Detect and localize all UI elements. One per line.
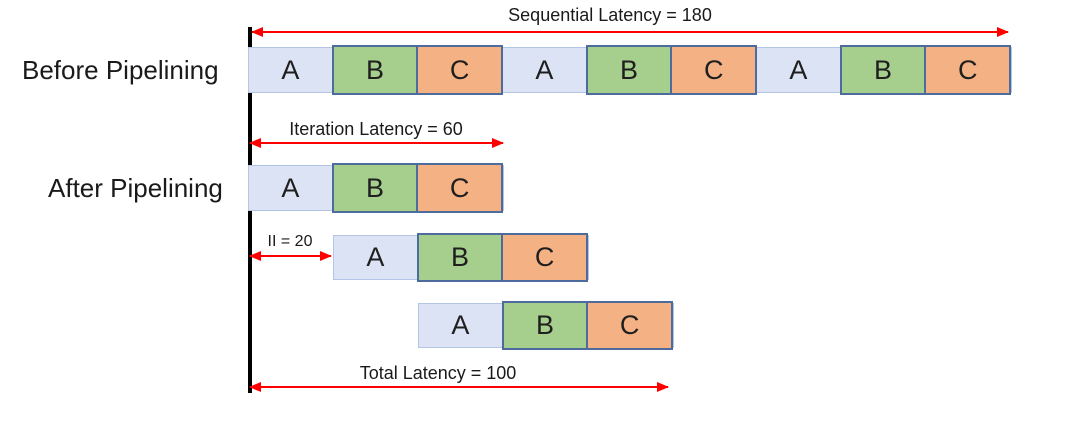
after-pipelining-label: After Pipelining — [48, 173, 223, 203]
arrow-head-right-icon — [997, 27, 1009, 37]
arrow-head-left-icon — [249, 251, 261, 261]
stage-block-b: B — [839, 45, 926, 95]
stage-block-a: A — [535, 54, 554, 85]
stage-block-b: B — [331, 45, 418, 95]
stage-block-a: A — [789, 54, 808, 85]
stage-block-c: C — [925, 45, 1012, 95]
stage-block-a: A — [366, 242, 385, 272]
stage-block-c: C — [502, 233, 589, 282]
arrow-head-right-icon — [657, 382, 669, 392]
arrow-head-right-icon — [320, 251, 332, 261]
stage-block-c: C — [417, 45, 504, 95]
arrow-head-left-icon — [249, 382, 261, 392]
stage-block-a: A — [451, 310, 470, 340]
sequential-latency-arrow — [251, 27, 1009, 37]
arrow-head-right-icon — [492, 138, 504, 148]
before-pipelining-label: Before Pipelining — [22, 55, 219, 85]
iteration-latency-caption: Iteration Latency = 60 — [289, 119, 463, 139]
initiation-interval-arrow — [249, 251, 332, 261]
arrow-head-left-icon — [249, 138, 261, 148]
total-latency-caption: Total Latency = 100 — [359, 363, 517, 383]
stage-block-c: C — [671, 45, 758, 95]
stage-block-a: A — [281, 172, 300, 203]
stage-block-b: B — [331, 163, 418, 213]
arrow-head-left-icon — [251, 27, 263, 37]
stage-block-c: C — [587, 301, 674, 350]
stage-block-c: C — [417, 163, 504, 213]
iteration-latency-arrow — [249, 138, 504, 148]
total-latency-arrow — [249, 382, 669, 392]
stage-block-b: B — [416, 233, 503, 282]
stage-block-b: B — [585, 45, 672, 95]
stage-block-a: A — [281, 54, 300, 85]
stage-block-b: B — [501, 301, 588, 350]
initiation-interval-caption: II = 20 — [267, 233, 313, 250]
sequential-latency-caption: Sequential Latency = 180 — [508, 5, 712, 25]
